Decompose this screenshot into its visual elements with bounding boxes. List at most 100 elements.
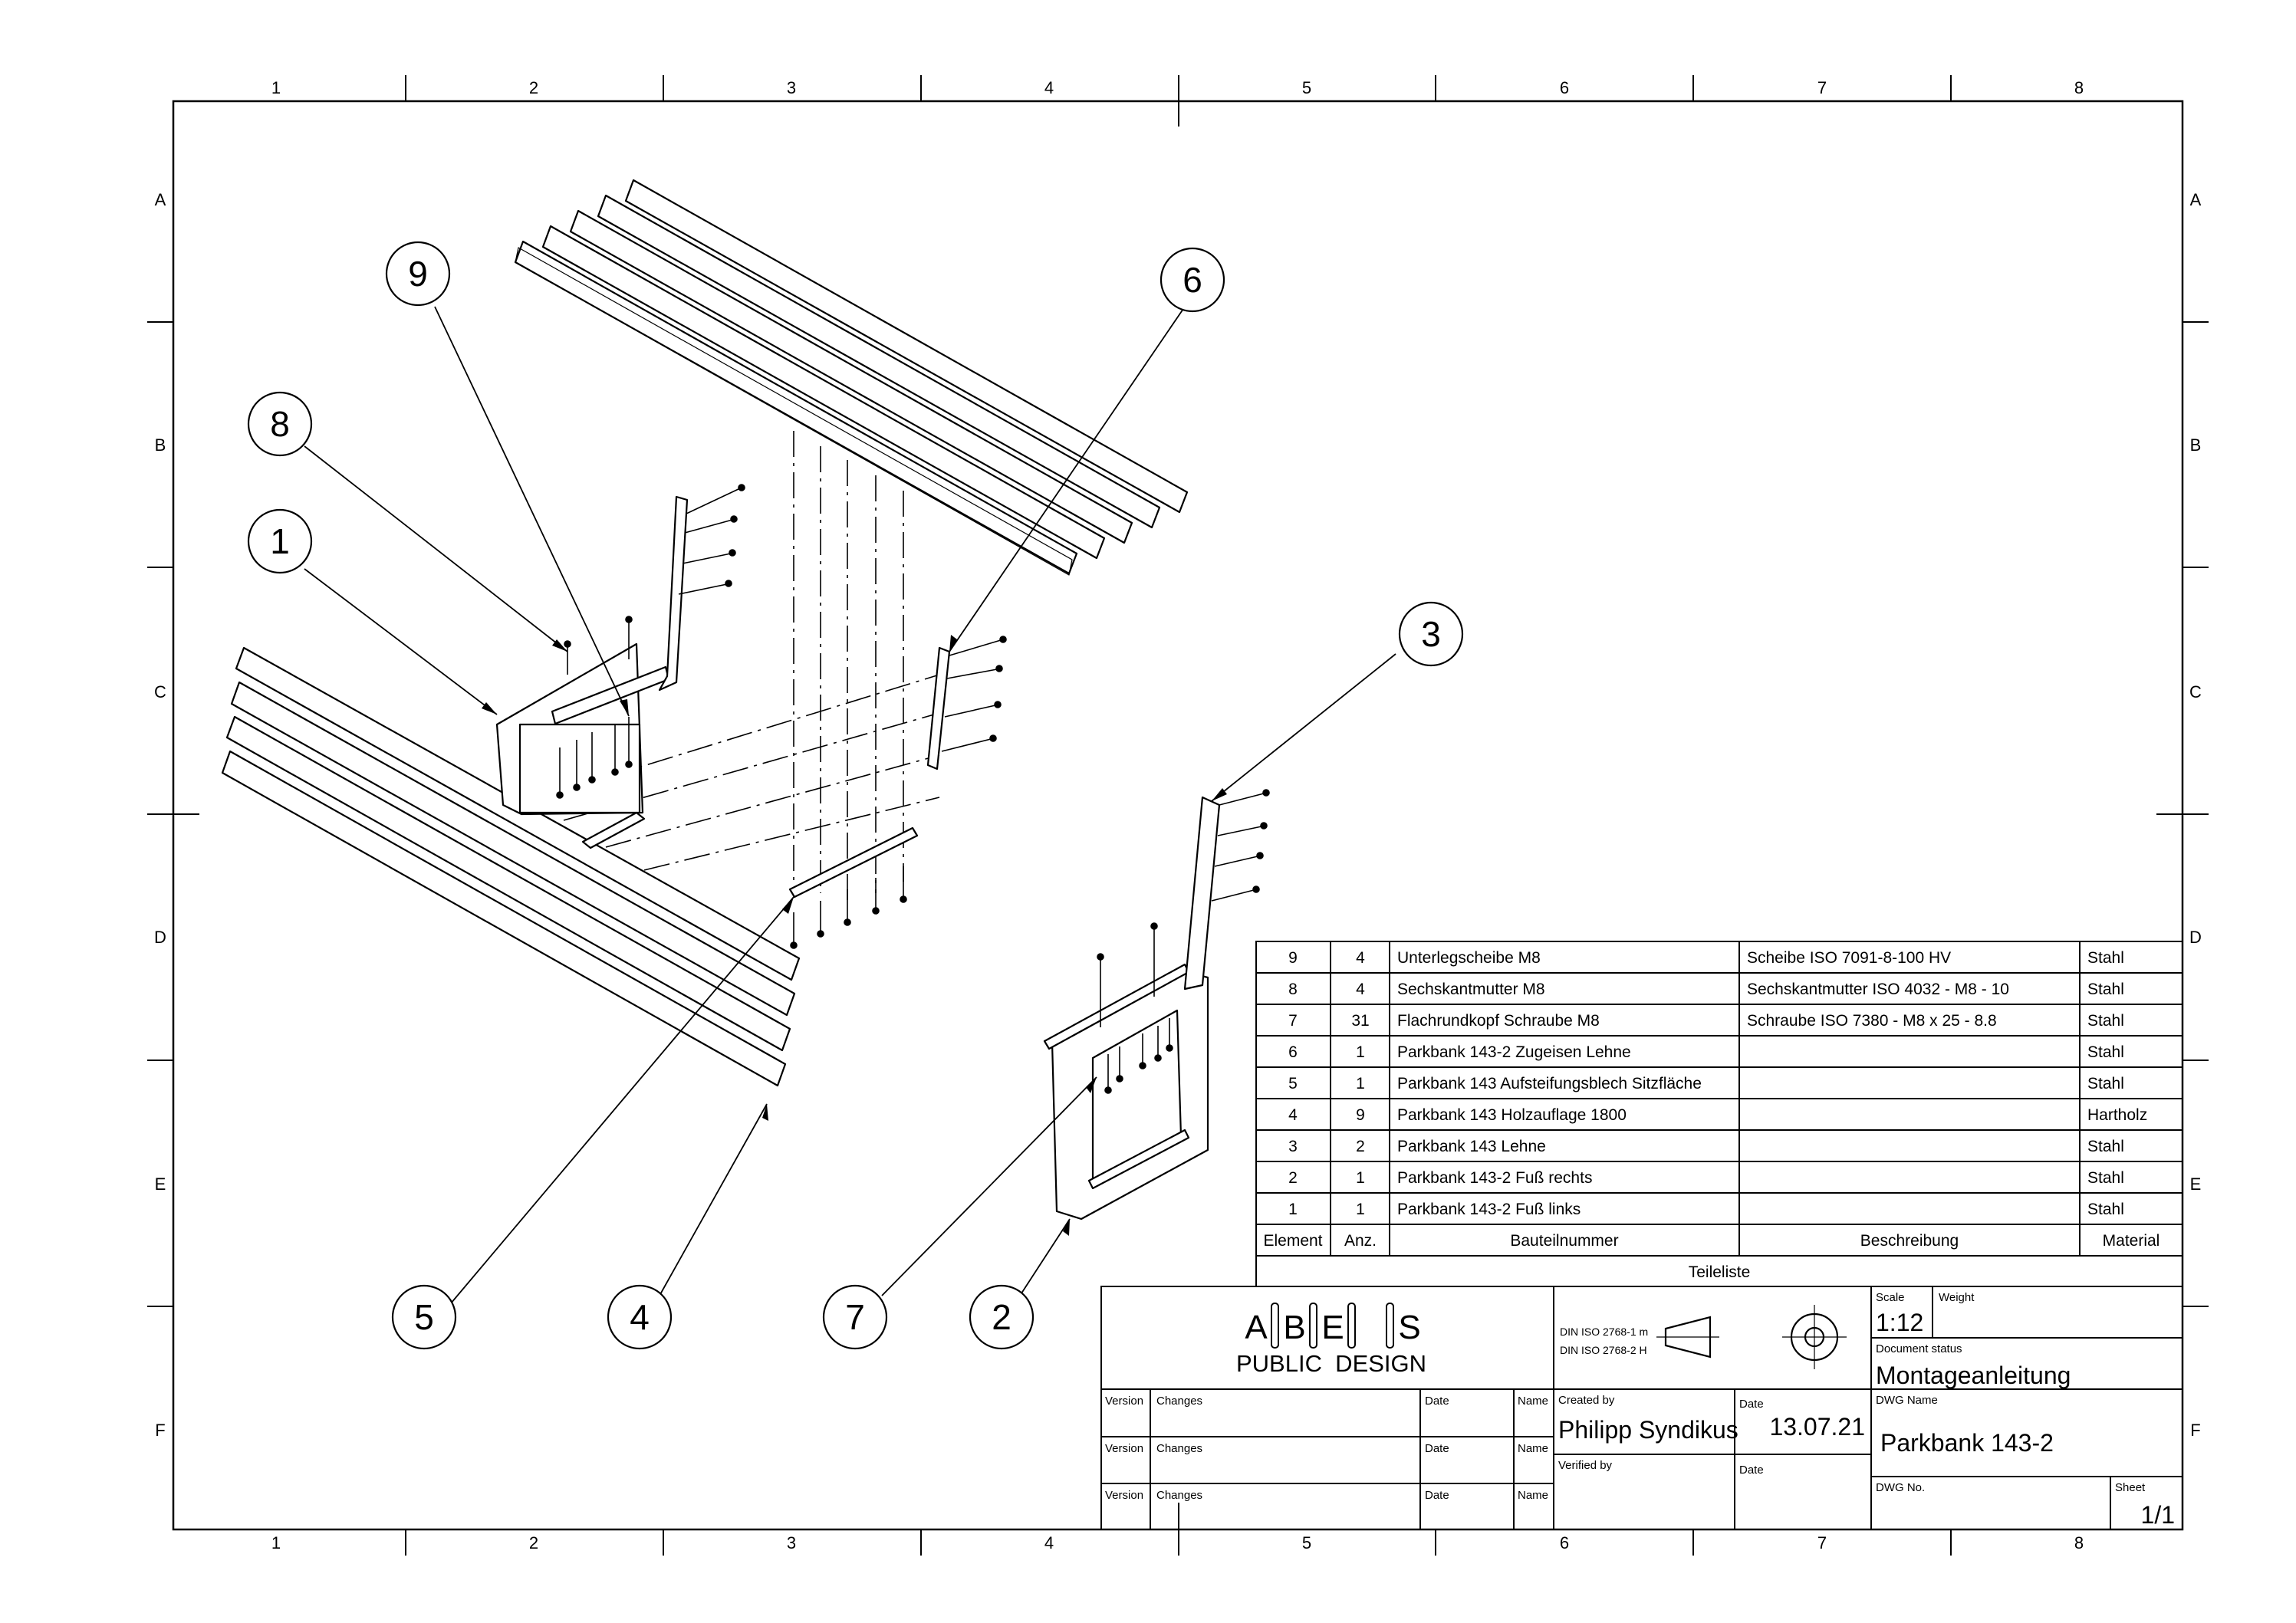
zone-row-right: D — [2189, 928, 2202, 947]
parts-row-5-material: Stahl — [2087, 1075, 2124, 1092]
parts-row-7-qty: 31 — [1351, 1012, 1369, 1030]
zone-col-bottom: 5 — [1302, 1533, 1311, 1552]
zone-col-top: 7 — [1817, 78, 1827, 97]
parts-row-3-material: Stahl — [2087, 1138, 2124, 1155]
dwg-name-label: DWG Name — [1876, 1394, 1938, 1407]
zone-col-bottom: 1 — [271, 1533, 281, 1552]
parts-row-1-element: 1 — [1288, 1201, 1298, 1218]
parts-list-title: Teileliste — [1689, 1263, 1751, 1281]
parts-row-1-material: Stahl — [2087, 1201, 2124, 1218]
created-date-value: 13.07.21 — [1769, 1413, 1865, 1441]
parts-row-4-qty: 9 — [1356, 1106, 1365, 1124]
zone-col-bottom: 6 — [1560, 1533, 1569, 1552]
abes-logo: A B E S PUBLIC DESIGN — [1236, 1303, 1426, 1377]
parts-row-8-material: Stahl — [2087, 981, 2124, 998]
parts-header-desc: Beschreibung — [1860, 1232, 1959, 1250]
zone-row-left: A — [155, 190, 166, 209]
logo-subtitle: PUBLIC DESIGN — [1236, 1350, 1426, 1377]
tolerance-standard-2: DIN ISO 2768-2 H — [1560, 1344, 1647, 1356]
parts-row-5-qty: 1 — [1356, 1075, 1365, 1092]
bolt-group-right — [1211, 789, 1270, 902]
parts-row-8-desc: Sechskantmutter ISO 4032 - M8 - 10 — [1747, 981, 2009, 998]
sheet-value: 1/1 — [2141, 1501, 2175, 1529]
balloon-3: 3 — [1421, 614, 1441, 654]
balloon-6: 6 — [1183, 260, 1202, 300]
dwg-no-label: DWG No. — [1876, 1481, 1925, 1494]
title-block: A B E S PUBLIC DESIGN Version Changes Da… — [1100, 1286, 2183, 1530]
scale-value: 1:12 — [1876, 1309, 1923, 1336]
revision-changes-label: Changes — [1156, 1442, 1202, 1455]
logo-letter-a: A — [1245, 1309, 1268, 1346]
balloon-labels: 9 6 8 1 3 5 4 7 2 — [270, 254, 1441, 1337]
revision-date-label: Date — [1425, 1395, 1449, 1408]
created-date-label: Date — [1739, 1398, 1764, 1411]
zone-row-left: C — [154, 682, 166, 701]
assembly-lines — [528, 431, 940, 903]
logo-bar — [1386, 1303, 1394, 1349]
weight-label: Weight — [1939, 1291, 1975, 1304]
revision-name-label: Name — [1518, 1395, 1548, 1408]
verified-by-label: Verified by — [1558, 1459, 1613, 1472]
parts-row-3-element: 3 — [1288, 1138, 1298, 1155]
document-status-label: Document status — [1876, 1342, 1962, 1355]
revision-changes-label: Changes — [1156, 1395, 1202, 1408]
parts-row-1-part: Parkbank 143-2 Fuß links — [1397, 1201, 1581, 1218]
zone-row-right: A — [2190, 190, 2202, 209]
parts-row-7-desc: Schraube ISO 7380 - M8 x 25 - 8.8 — [1747, 1012, 1997, 1030]
revision-version-label: Version — [1105, 1489, 1143, 1502]
parts-row-3-qty: 2 — [1356, 1138, 1365, 1155]
parts-row-8-qty: 4 — [1356, 981, 1365, 998]
sheet-label: Sheet — [2115, 1481, 2146, 1494]
zone-labels: 1 2 3 4 5 6 7 8 1 2 3 4 5 6 7 8 A B C D … — [154, 78, 2202, 1552]
seat-planks — [221, 646, 801, 1087]
parts-row-6-material: Stahl — [2087, 1043, 2124, 1061]
parts-list-table: 9 4 Unterlegscheibe M8 Scheibe ISO 7091-… — [1255, 941, 2183, 1287]
zone-col-top: 4 — [1044, 78, 1054, 97]
zone-col-top: 2 — [529, 78, 538, 97]
balloon-4: 4 — [630, 1297, 650, 1337]
parts-header-part: Bauteilnummer — [1510, 1232, 1618, 1250]
parts-header-element: Element — [1263, 1232, 1322, 1250]
parts-row-9-element: 9 — [1288, 949, 1298, 967]
bolt-group-right-frame — [1097, 922, 1173, 1094]
parts-row-9-qty: 4 — [1356, 949, 1365, 967]
zone-row-left: F — [155, 1421, 165, 1440]
verified-date-label: Date — [1739, 1464, 1764, 1477]
item-balloons — [247, 241, 1464, 1350]
zone-col-top: 1 — [271, 78, 281, 97]
revision-version-label: Version — [1105, 1442, 1143, 1455]
zone-row-right: C — [2189, 682, 2202, 701]
logo-letter-b: B — [1283, 1309, 1305, 1346]
balloon-5: 5 — [414, 1297, 434, 1337]
parts-row-9-material: Stahl — [2087, 949, 2124, 967]
revision-date-label: Date — [1425, 1442, 1449, 1455]
stiffening-plate — [788, 826, 919, 899]
parts-row-4-part: Parkbank 143 Holzauflage 1800 — [1397, 1106, 1627, 1124]
zone-col-bottom: 8 — [2074, 1533, 2084, 1552]
bolt-group-tie — [941, 636, 1007, 752]
leader-arrowheads — [482, 635, 1227, 1236]
parts-row-4-material: Hartholz — [2087, 1106, 2147, 1124]
parts-row-9-desc: Scheibe ISO 7091-8-100 HV — [1747, 949, 1951, 967]
exploded-assembly-view — [221, 179, 1464, 1350]
revision-changes-label: Changes — [1156, 1489, 1202, 1502]
zone-col-bottom: 2 — [529, 1533, 538, 1552]
parts-row-6-qty: 1 — [1356, 1043, 1365, 1061]
document-status-value: Montageanleitung — [1876, 1362, 2071, 1389]
zone-col-top: 3 — [787, 78, 796, 97]
dwg-name-value: Parkbank 143-2 — [1880, 1429, 2054, 1457]
balloon-7: 7 — [845, 1297, 865, 1337]
logo-letter-e: E — [1321, 1309, 1344, 1346]
bolt-group-left-frame — [556, 616, 633, 799]
zone-row-right: E — [2190, 1175, 2202, 1194]
parts-row-8-element: 8 — [1288, 981, 1298, 998]
left-foot-frame — [495, 495, 689, 849]
zone-col-top: 8 — [2074, 78, 2084, 97]
zone-row-left: E — [155, 1175, 166, 1194]
parts-header-material: Material — [2103, 1232, 2160, 1250]
balloon-1: 1 — [270, 521, 290, 561]
parts-row-1-qty: 1 — [1356, 1201, 1365, 1218]
scale-label: Scale — [1876, 1291, 1905, 1304]
parts-row-7-material: Stahl — [2087, 1012, 2124, 1030]
